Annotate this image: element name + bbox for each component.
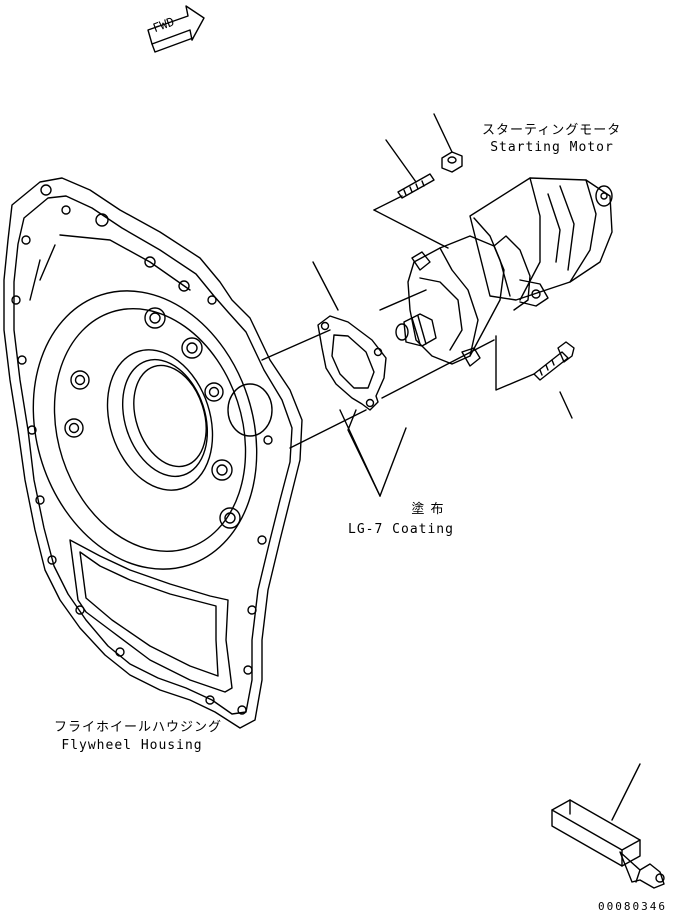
nut (433, 113, 463, 173)
bolt (533, 341, 575, 419)
flywheel-housing (3, 177, 303, 729)
starting-motor-label-jp: スターティングモータ (482, 123, 622, 138)
document-number: 00080346 (598, 900, 667, 913)
coating-label-en: LG-7 Coating (348, 522, 454, 537)
flywheel-housing-label-en: Flywheel Housing (61, 738, 203, 753)
coating-label-jp: 塗 布 (411, 502, 445, 517)
starting-motor (395, 177, 613, 367)
coating-leaders (339, 409, 407, 497)
special-tool (551, 763, 665, 889)
fwd-arrow-icon (147, 5, 205, 53)
assembly-bracket-lines (373, 195, 535, 391)
flywheel-housing-label-jp: フライホイールハウジング (54, 720, 223, 735)
stud-bolt (385, 139, 435, 199)
gasket (312, 261, 387, 411)
starting-motor-label-en: Starting Motor (490, 140, 614, 155)
